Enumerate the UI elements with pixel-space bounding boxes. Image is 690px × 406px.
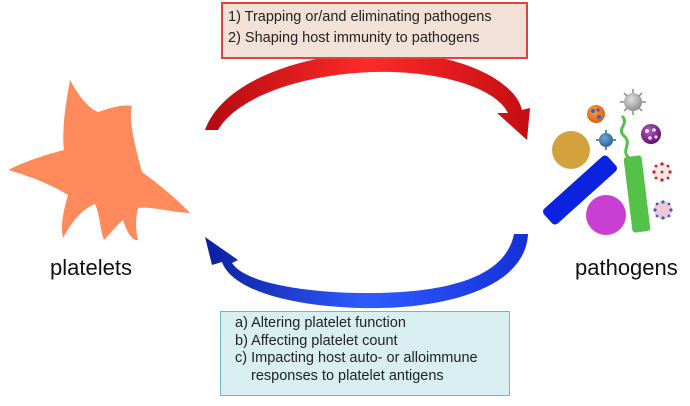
green-rod-pathogen: [623, 155, 651, 233]
purple-virus-icon: [641, 124, 661, 144]
pathogen-effects-box: a) Altering platelet function b) Affecti…: [220, 311, 510, 396]
platelet-shape: [8, 80, 190, 241]
grey-virus-icon: [620, 89, 646, 115]
blue-virus-icon: [596, 130, 616, 150]
top-box-line-2: 2) Shaping host immunity to pathogens: [228, 30, 480, 46]
red-dotted-virus-icon: [652, 162, 672, 182]
blue-rod-pathogen: [543, 155, 617, 225]
platelets-label: platelets: [50, 255, 132, 280]
bottom-box-line-b: b) Affecting platelet count: [235, 332, 398, 349]
golden-circle-pathogen: [552, 131, 590, 169]
top-box-line-1: 1) Trapping or/and eliminating pathogens: [228, 9, 492, 25]
orange-virus-icon: [587, 105, 605, 123]
magenta-circle-pathogen: [586, 195, 626, 235]
arrow-bottom: [205, 234, 528, 309]
bottom-box-line-a: a) Altering platelet function: [235, 315, 406, 331]
platelet-effects-box: 1) Trapping or/and eliminating pathogens…: [221, 2, 528, 59]
green-flagellum: [619, 114, 631, 160]
pathogens-label: pathogens: [575, 255, 678, 280]
bottom-box-line-c1: c) Impacting host auto- or alloimmune: [235, 350, 478, 366]
bottom-box-line-c2: responses to platelet antigens: [251, 367, 444, 384]
arrow-top: [205, 51, 530, 140]
pink-virus-icon: [653, 200, 673, 220]
